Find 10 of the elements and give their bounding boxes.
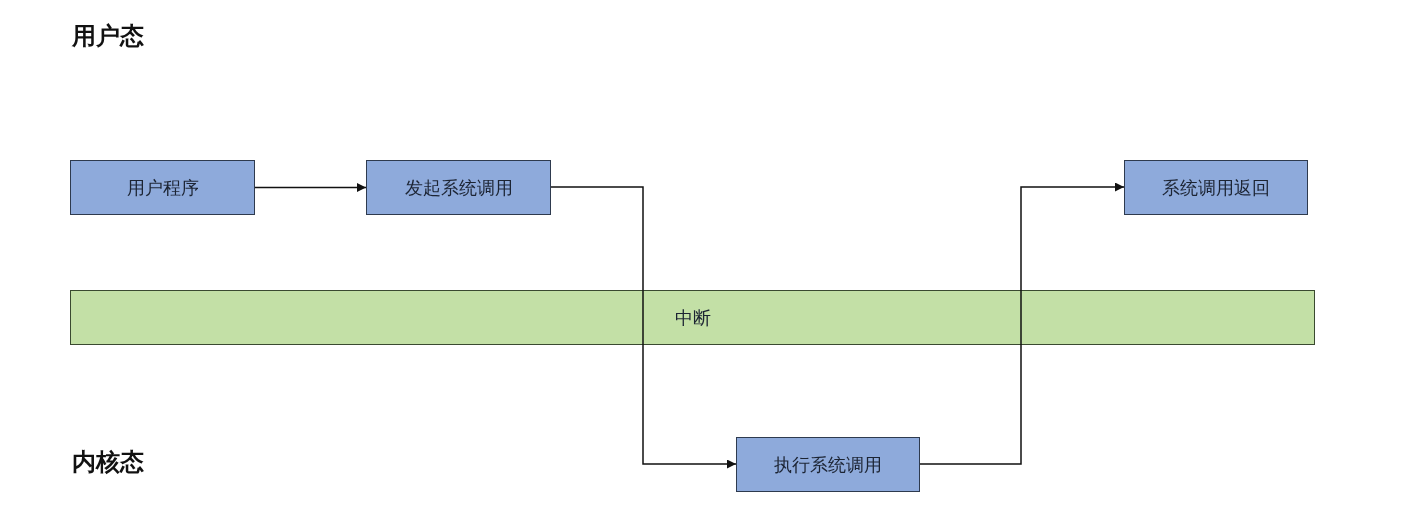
process-box: 发起系统调用 [366, 160, 551, 215]
process-box: 执行系统调用 [736, 437, 920, 492]
arrow [642, 344, 737, 469]
interrupt-band: 中断 [70, 290, 1315, 345]
section-label: 内核态 [72, 447, 144, 478]
arrow [1020, 182, 1125, 291]
process-box: 系统调用返回 [1124, 160, 1308, 215]
process-box: 用户程序 [70, 160, 255, 215]
section-label: 用户态 [72, 21, 144, 52]
arrow [254, 183, 367, 192]
